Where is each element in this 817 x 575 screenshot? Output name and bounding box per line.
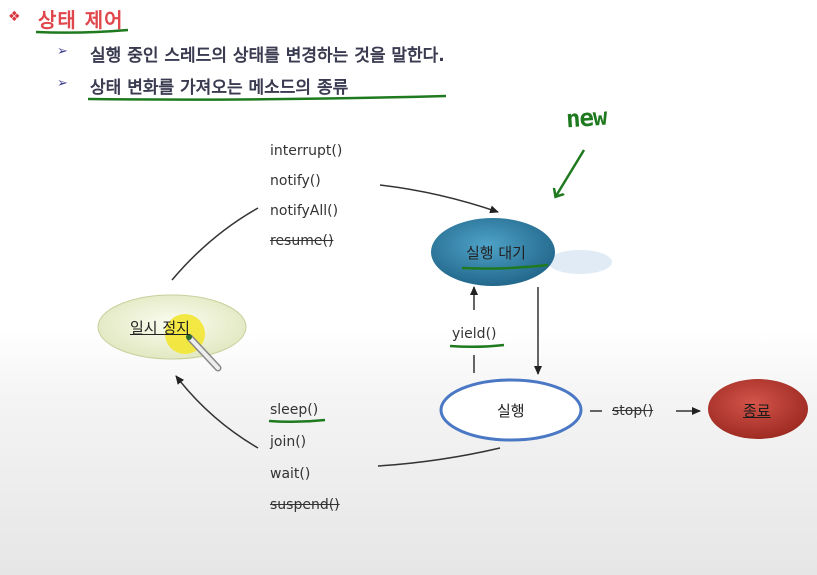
bullet-arrow-icon: ➢: [57, 76, 68, 91]
bullet-point-2: 상태 변화를 가져오는 메소드의 종류: [90, 78, 349, 98]
terminated-node-label: 종료: [743, 402, 771, 420]
waiting-node-shadow: [548, 250, 612, 274]
method-join: join(): [270, 434, 307, 450]
title-underline: [35, 28, 129, 34]
method-wait: wait(): [270, 466, 311, 482]
handwritten-new-annotation: new: [565, 102, 608, 134]
running-node-label: 실행: [497, 402, 525, 420]
terminated-node: [708, 379, 808, 439]
running-node: [439, 378, 583, 442]
method-notify: notify(): [270, 173, 321, 189]
method-suspend-deprecated: suspend(): [270, 497, 340, 513]
bullet-point-1: 실행 중인 스레드의 상태를 변경하는 것을 말한다.: [90, 46, 445, 66]
method-notifyall: notifyAll(): [270, 203, 339, 219]
method-yield: yield(): [452, 326, 497, 342]
paused-to-methods-line: [171, 207, 259, 281]
method-interrupt: interrupt(): [270, 143, 343, 159]
page-title: 상태 제어: [38, 8, 124, 32]
method-sleep: sleep(): [270, 402, 319, 418]
method-resume-deprecated: resume(): [270, 233, 334, 249]
sleep-underline: [268, 418, 326, 424]
methods-to-paused-arrow: [175, 375, 259, 449]
annotation-arrow: [556, 149, 586, 196]
running-to-methods-line: [377, 447, 501, 467]
yield-underline: [449, 343, 505, 349]
pen-cursor-icon: [186, 334, 222, 372]
methods-to-waiting-arrow: [379, 184, 499, 214]
waiting-node-label: 실행 대기: [466, 244, 526, 262]
method-stop-deprecated: stop(): [612, 403, 654, 419]
paused-node-label: 일시 정지: [130, 319, 190, 337]
waiting-underline: [461, 263, 549, 270]
bullet-arrow-icon: ➢: [57, 44, 68, 59]
bullet-underline: [87, 94, 447, 101]
title-bullet-icon: ❖: [8, 9, 21, 25]
